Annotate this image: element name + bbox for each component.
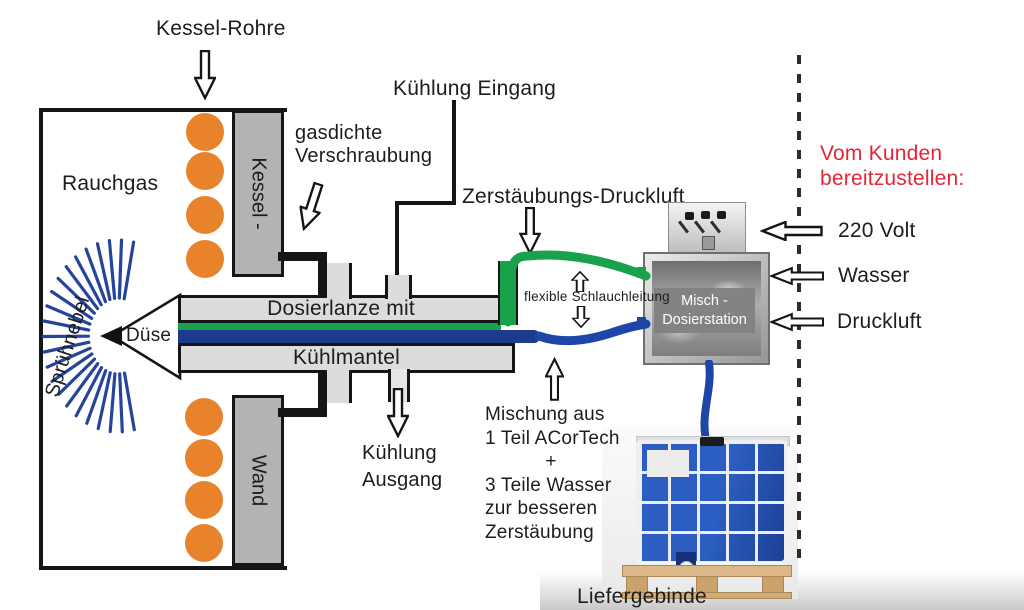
boiler-tube [186,113,224,151]
green-hose [503,250,651,327]
left-arrow-icon [770,312,824,332]
lower-gland [327,370,352,403]
upper-elbow [278,252,327,261]
tilted-down-arrow-icon [299,181,324,232]
ibc-label-patch [647,450,689,477]
kessel-wall-label: Kessel - [247,157,270,230]
cooling-jacket-bar: Kühlmantel [178,343,515,373]
boiler-tube [186,152,224,190]
supply-hose [700,360,714,448]
liefergebinde-label: Liefergebinde [577,585,707,608]
cooling-inlet-pipe [452,100,456,205]
blue-hose [534,319,651,346]
dosing-lance-bar: Dosierlanze mit [178,295,504,323]
ibc-fill-cap [700,437,724,446]
kessel-rohre-label: Kessel-Rohre [156,17,286,40]
kuehlmantel-label: Kühlmantel [292,346,401,369]
station-control-unit [668,202,746,254]
blue-feed-line [178,330,540,343]
upper-elbow [318,252,327,298]
boiler-tube [185,398,223,436]
kuehlung-eingang-label: Kühlung Eingang [393,77,556,100]
station-label: Misch - Dosierstation [654,288,755,333]
zerstaeubung-label: Zerstäubungs-Druckluft [462,185,685,208]
wand-label: Wand [247,454,270,507]
customer-item-label: Druckluft [837,310,922,333]
kuehlung-ausgang-label: Kühlung Ausgang [362,442,443,491]
lower-elbow [278,408,327,417]
boiler-tube [185,481,223,519]
down-arrow-icon [519,207,541,255]
up-arrow-icon [571,271,589,292]
boiler-tube [185,524,223,562]
mixture-note: Mischung aus 1 Teil ACorTech + 3 Teile W… [485,404,620,543]
rauchgas-label: Rauchgas [62,172,159,195]
down-arrow-icon [387,388,409,438]
ibc-container [620,434,792,599]
boiler-tube [185,439,223,477]
customer-item-label: Wasser [838,264,910,287]
flexible-hose-label: flexible Schlauchleitung [524,289,670,304]
pallet-rail [622,592,792,599]
upper-gland [327,263,352,299]
down-arrow-icon [194,50,216,100]
boiler-tube [186,196,224,234]
flow-arrow-icon [100,326,122,346]
dosierlanze-label: Dosierlanze mit [267,297,415,320]
knob-icon [685,212,694,220]
cooling-inlet-stub [385,275,412,299]
lower-elbow [318,372,327,417]
green-feed-line [178,323,501,330]
cooling-inlet-pipe [397,201,456,205]
customer-item-label: 220 Volt [838,219,916,242]
duese-label: Düse [126,325,172,346]
knob-icon [717,211,726,219]
knob-icon [701,211,710,219]
hoses [503,250,651,346]
up-arrow-icon [545,357,564,401]
left-arrow-icon [760,221,823,241]
wand-block: Wand [232,395,284,566]
misch-dosierstation: Misch - Dosierstation [637,196,773,368]
customer-heading: Vom Kunden bereitzustellen: [820,142,965,190]
boiler-tube [186,240,224,278]
down-arrow-icon [572,306,590,328]
gasdichte-label: gasdichte Verschraubung [295,122,433,167]
cooling-inlet-pipe [395,201,399,277]
left-arrow-icon [770,266,824,286]
kessel-wall-block: Kessel - [232,110,284,277]
scope-divider-line [797,55,801,567]
spray-mist [41,238,136,434]
